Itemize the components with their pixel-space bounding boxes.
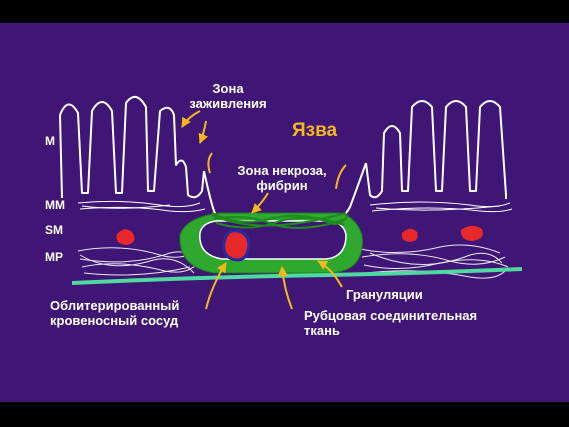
arrow-healing-left bbox=[181, 110, 201, 128]
vessel-right-2 bbox=[460, 225, 483, 241]
mucosa-left bbox=[59, 96, 205, 199]
label-scar-tissue: Рубцовая соединительная ткань bbox=[304, 308, 477, 338]
mucosa-right bbox=[365, 100, 507, 199]
label-necrosis-zone-line2: фибрин bbox=[256, 178, 308, 193]
layer-label-mm: MM bbox=[45, 198, 65, 212]
scar-connective-tissue bbox=[199, 220, 347, 260]
label-necrosis-zone: Зона некроза, фибрин bbox=[226, 163, 338, 193]
arrow-scar-tissue bbox=[277, 266, 293, 310]
arrow-healing-curve-left bbox=[207, 152, 213, 174]
vessel-left bbox=[116, 229, 135, 245]
fibrin-band bbox=[211, 212, 349, 229]
label-healing-zone-line2: заживления bbox=[189, 96, 267, 111]
crater-left-edge bbox=[203, 170, 223, 220]
slide-canvas: Язва M MM SM MP Зона заживления Зона нек… bbox=[0, 23, 569, 402]
diagram-title: Язва bbox=[292, 120, 338, 141]
obliterated-vessel bbox=[222, 229, 251, 262]
layer-label-sm: SM bbox=[45, 223, 63, 237]
arrow-healing-curve-right bbox=[335, 164, 347, 190]
label-obliterated-vessel-line1: Облитерированный bbox=[50, 298, 180, 313]
label-necrosis-zone-line1: Зона некроза, bbox=[237, 163, 327, 178]
arrow-healing-down bbox=[198, 120, 208, 144]
vessel-right-1 bbox=[401, 228, 418, 242]
ulcer-diagram bbox=[59, 96, 523, 310]
muscularis-propria-line bbox=[71, 267, 523, 285]
muscularis-mucosae bbox=[77, 200, 513, 213]
label-granulations: Грануляции bbox=[346, 287, 423, 302]
label-obliterated-vessel: Облитерированный кровеносный сосуд bbox=[50, 298, 179, 328]
layer-label-m: M bbox=[45, 134, 55, 148]
label-obliterated-vessel-line2: кровеносный сосуд bbox=[50, 313, 179, 328]
label-healing-zone: Зона заживления bbox=[184, 81, 272, 111]
arrow-vessel bbox=[205, 262, 227, 310]
label-scar-tissue-line2: ткань bbox=[304, 323, 340, 338]
layer-label-mp: MP bbox=[45, 250, 63, 264]
label-healing-zone-line1: Зона bbox=[212, 81, 244, 96]
connective-tissue-fibres bbox=[77, 244, 509, 279]
arrow-necrosis bbox=[251, 192, 269, 214]
label-scar-tissue-line1: Рубцовая соединительная bbox=[304, 308, 478, 323]
arrow-granulations bbox=[317, 260, 343, 288]
pointer-arrows bbox=[181, 110, 347, 310]
